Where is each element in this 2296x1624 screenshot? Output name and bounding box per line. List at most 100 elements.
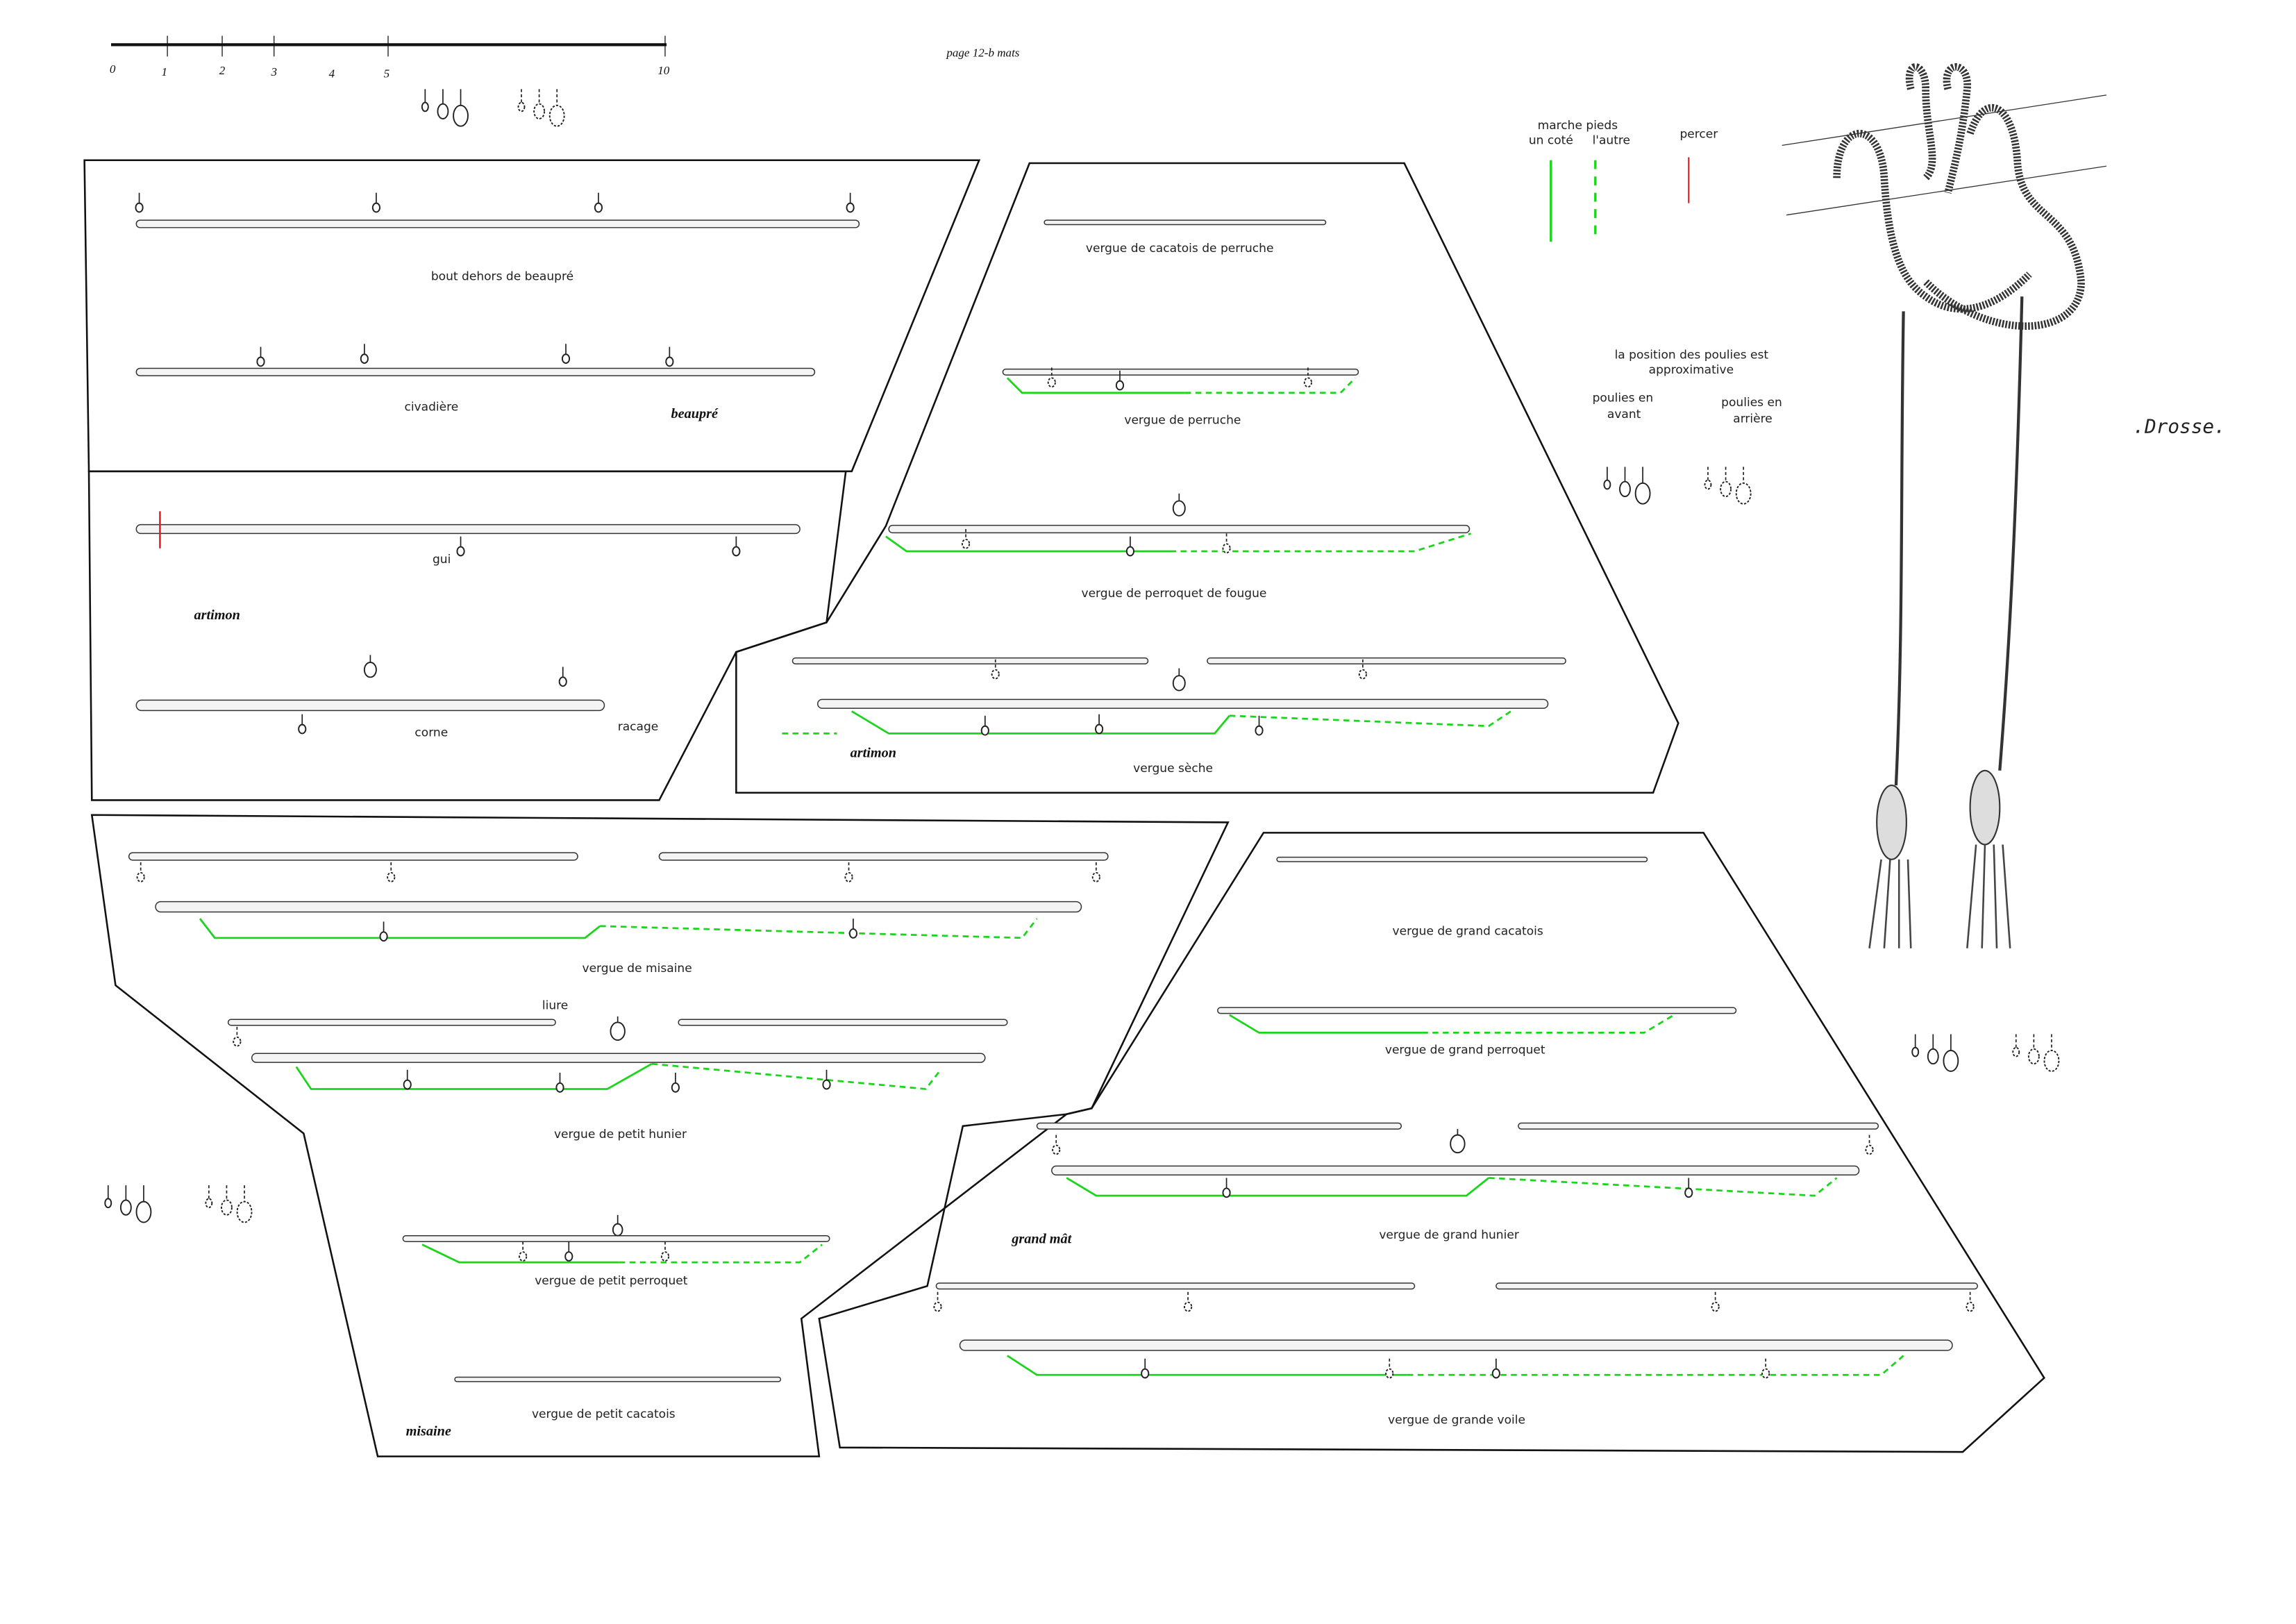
legend: marche pieds un coté l'autre percer la p… <box>1529 119 1782 426</box>
label-grand-hunier: vergue de grand hunier <box>1379 1228 1519 1242</box>
pulley-icon <box>371 202 381 213</box>
pulley-icon <box>1222 1187 1231 1198</box>
legend-pulley-icon <box>1619 480 1631 498</box>
pulley-icon <box>564 1251 573 1262</box>
pulley-icon <box>671 1082 680 1093</box>
pulley-icon <box>363 662 377 678</box>
pulley-icon <box>233 1036 242 1047</box>
label-grand-perroquet: vergue de grand perroquet <box>1385 1043 1545 1057</box>
yard-spar <box>135 219 860 228</box>
footrope-dashed <box>1229 710 1511 728</box>
yard-spar <box>1044 219 1327 226</box>
yard-spar <box>678 1019 1008 1026</box>
legend-pulley-icon <box>2012 1046 2020 1057</box>
footrope-solid <box>885 535 1171 553</box>
yard-spar <box>658 852 1109 861</box>
legend-pulley-icon <box>221 1199 233 1216</box>
pulley-icon <box>1172 675 1186 692</box>
legend-un-cote: un coté <box>1529 133 1573 147</box>
legend-pulley-icon <box>1704 479 1712 490</box>
section-grand-mat: grand mât <box>1011 1231 1072 1246</box>
legend-percer: percer <box>1679 128 1718 142</box>
yard-spar <box>1051 1165 1860 1175</box>
yard-spar <box>791 657 1149 664</box>
pulley-icon <box>379 931 388 942</box>
legend-pulley-icon <box>437 103 449 119</box>
pulley-icon <box>732 546 741 557</box>
scale-tick-2: 2 <box>219 64 226 77</box>
yard-spar <box>1495 1282 1979 1290</box>
pulley-icon <box>1222 543 1231 554</box>
scale-bar: 0 1 2 3 4 5 10 <box>110 35 670 80</box>
footrope-dashed <box>1422 1014 1675 1034</box>
section-artimon: artimon <box>194 608 240 623</box>
legend-avant-2: avant <box>1607 408 1641 421</box>
legend-pulley-icon <box>1927 1048 1939 1065</box>
pulley-icon <box>846 202 855 213</box>
label-gui: gui <box>433 553 451 567</box>
yard-spar <box>888 524 1470 534</box>
legend-pulley-icon <box>1720 480 1732 498</box>
pulley-icon <box>1491 1368 1500 1379</box>
yard-spar <box>454 1376 782 1382</box>
pulley-icon <box>256 356 265 367</box>
scale-tick-0: 0 <box>110 62 116 76</box>
spars-layer <box>128 219 1979 1382</box>
yard-spar <box>155 901 1082 913</box>
legend-avant-1: poulies en <box>1593 392 1654 405</box>
footrope-dashed <box>600 918 1038 939</box>
pulley-icon <box>1141 1368 1150 1379</box>
yard-spar <box>135 367 816 376</box>
scale-tick-4: 4 <box>329 67 335 80</box>
pulley-icon <box>1303 377 1313 388</box>
label-grande-voile: vergue de grande voile <box>1388 1414 1525 1428</box>
drosse-illustration: .Drosse. <box>1782 63 2226 948</box>
legend-pulley-icon <box>533 103 546 119</box>
label-petit-cacatois: vergue de petit cacatois <box>532 1407 676 1421</box>
pulley-icon <box>1865 1144 1874 1155</box>
yard-spar <box>1276 856 1648 862</box>
label-racage: racage <box>618 720 659 734</box>
panel-artimon-gui <box>87 470 847 801</box>
label-cacatois-perruche: vergue de cacatois de perruche <box>1086 242 1274 256</box>
pulley-icon <box>555 1082 564 1093</box>
panel-grand-mat <box>818 832 2045 1453</box>
pulley-icon <box>135 202 144 213</box>
legend-pulley-icon <box>2043 1050 2060 1072</box>
pulley-icon <box>980 725 989 736</box>
yard-spar <box>251 1053 986 1063</box>
legend-pulley-icon <box>119 1199 132 1216</box>
legend-l-autre: l'autre <box>1593 133 1630 147</box>
yard-spar <box>135 699 605 712</box>
legend-pulley-icon <box>2027 1048 2040 1065</box>
panel-misaine <box>90 814 1230 1457</box>
pulley-icon <box>1052 1144 1061 1155</box>
pulley-icon <box>961 538 971 549</box>
pulley-icon <box>403 1079 412 1090</box>
footrope-dashed <box>1407 1355 1904 1376</box>
pulley-icon <box>456 546 465 557</box>
legend-pulley-icon <box>236 1200 253 1223</box>
panel-artimon-vergues <box>735 162 1679 794</box>
footrope-dashed <box>619 1244 823 1264</box>
label-perroquet-fougue: vergue de perroquet de fougue <box>1081 587 1266 601</box>
pulley-icon <box>933 1301 942 1312</box>
pulley-icon <box>298 723 307 735</box>
pulley-icon <box>1125 546 1134 557</box>
footrope-solid <box>851 710 1230 735</box>
yard-spar <box>1036 1122 1402 1130</box>
pulley-icon <box>1358 669 1367 680</box>
legend-arriere-2: arrière <box>1733 412 1773 426</box>
yard-spar <box>935 1282 1416 1290</box>
footrope-solid <box>295 1062 653 1090</box>
label-vergue-misaine: vergue de misaine <box>582 962 692 976</box>
pulley-icon <box>1095 723 1104 735</box>
footrope-solid <box>1007 1355 1407 1376</box>
scale-tick-3: 3 <box>270 65 277 78</box>
footrope-solid <box>199 918 601 939</box>
drosse-label: .Drosse. <box>2133 415 2226 437</box>
pulley-icon <box>594 202 603 213</box>
pulley-icon <box>1172 500 1186 517</box>
footrope-dashed <box>651 1062 941 1090</box>
footrope-dashed <box>1184 377 1357 394</box>
